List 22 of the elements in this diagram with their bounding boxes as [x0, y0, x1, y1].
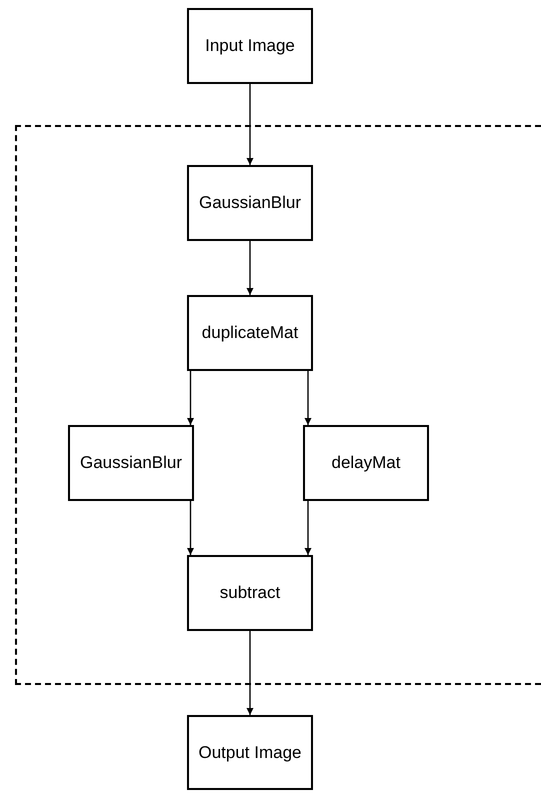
box-label: duplicateMat — [202, 323, 298, 343]
arrow — [246, 241, 254, 295]
process-box — [187, 295, 313, 371]
arrow — [304, 371, 312, 425]
box-label: GaussianBlur — [198, 193, 302, 213]
process-box — [68, 425, 194, 501]
process-box — [187, 8, 313, 84]
box-label: Output Image — [198, 742, 302, 762]
process-box — [187, 165, 313, 241]
arrow — [304, 501, 312, 555]
box-label: GaussianBlur — [80, 453, 182, 473]
arrow — [187, 501, 194, 555]
box-label: delayMat — [332, 453, 400, 473]
dashed-group-box — [15, 125, 541, 685]
box-label: Input Image — [205, 36, 295, 56]
process-box — [187, 715, 313, 790]
process-box — [303, 425, 429, 501]
arrow — [187, 371, 194, 425]
process-box — [187, 555, 313, 631]
arrow — [246, 84, 254, 165]
arrow — [246, 631, 254, 715]
box-label: subtract — [220, 583, 280, 603]
